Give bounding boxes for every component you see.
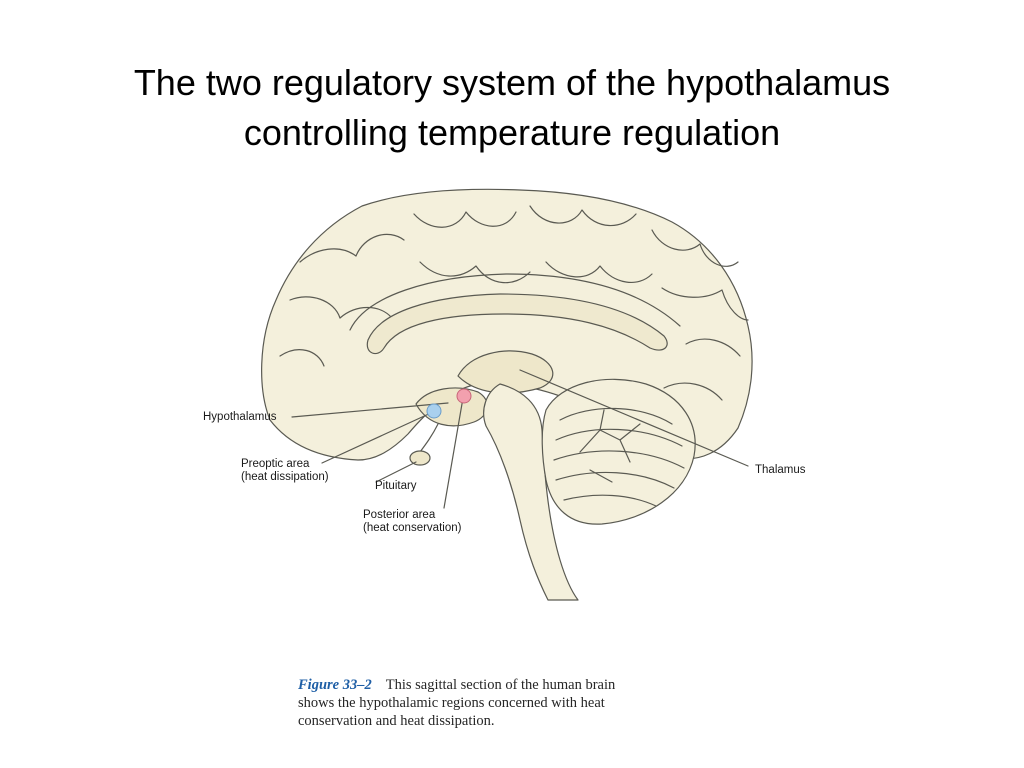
- title-line-2: controlling temperature regulation: [243, 112, 781, 153]
- gyrus-fold: [279, 349, 325, 367]
- cerebellum-folia: [563, 494, 657, 507]
- label-preoptic-area: Preoptic area (heat dissipation): [241, 458, 329, 484]
- gyrus-fold: [651, 229, 739, 267]
- caption-line-1: Figure 33–2 This sagittal section of the …: [298, 676, 728, 694]
- label-posterior-line-2: (heat conservation): [363, 522, 462, 534]
- thalamus-leader-line: [519, 369, 749, 467]
- figure-caption: Figure 33–2 This sagittal section of the …: [298, 676, 728, 730]
- preoptic-area-marker: [426, 403, 442, 419]
- gyrus-fold: [299, 233, 405, 263]
- label-posterior-area: Posterior area (heat conservation): [363, 509, 461, 535]
- gyrus-fold: [685, 338, 741, 357]
- slide-title: The two regulatory system of the hypotha…: [40, 58, 984, 158]
- label-pituitary: Pituitary: [375, 480, 417, 493]
- corpus-callosum: [366, 293, 668, 355]
- title-line-1: The two regulatory system of the hypotha…: [133, 62, 891, 103]
- gyrus-fold: [413, 211, 517, 228]
- figure-number: Figure 33–2: [298, 677, 372, 693]
- cerebellum-folia: [555, 471, 675, 489]
- label-posterior-line-1: Posterior area: [363, 509, 436, 521]
- label-preoptic-line-1: Preoptic area: [241, 458, 310, 470]
- label-hypothalamus: Hypothalamus: [203, 411, 277, 424]
- cerebellum-folia: [555, 428, 683, 447]
- gyrus-fold: [545, 261, 653, 283]
- gyrus-fold: [661, 287, 749, 321]
- cerebellum-folia: [553, 450, 685, 469]
- arbor-vitae: [579, 409, 641, 483]
- label-pituitary-text: Pituitary: [375, 480, 417, 492]
- caption-line-3: conservation and heat dissipation.: [298, 713, 495, 729]
- caption-text-1: This sagittal section of the human brain: [385, 677, 616, 693]
- label-thalamus-text: Thalamus: [755, 464, 806, 476]
- gyrus-fold: [419, 261, 531, 284]
- preoptic-leader-line: [321, 411, 434, 464]
- label-thalamus: Thalamus: [755, 464, 806, 477]
- gyrus-fold: [289, 296, 393, 319]
- posterior-leader-line: [443, 397, 464, 509]
- cerebellum-folia: [559, 407, 673, 425]
- gyrus-fold: [663, 382, 723, 401]
- cingulate-gyrus: [349, 273, 681, 331]
- label-preoptic-line-2: (heat dissipation): [241, 471, 329, 483]
- hypothalamus-leader-line: [291, 402, 449, 418]
- caption-line-2: shows the hypothalamic regions concerned…: [298, 695, 605, 711]
- posterior-area-marker: [456, 388, 472, 404]
- pituitary-leader-line: [375, 461, 417, 483]
- gyrus-fold: [529, 205, 637, 227]
- label-hypothalamus-text: Hypothalamus: [203, 411, 277, 423]
- pituitary-stalk: [419, 423, 439, 453]
- pituitary-gland: [409, 450, 431, 466]
